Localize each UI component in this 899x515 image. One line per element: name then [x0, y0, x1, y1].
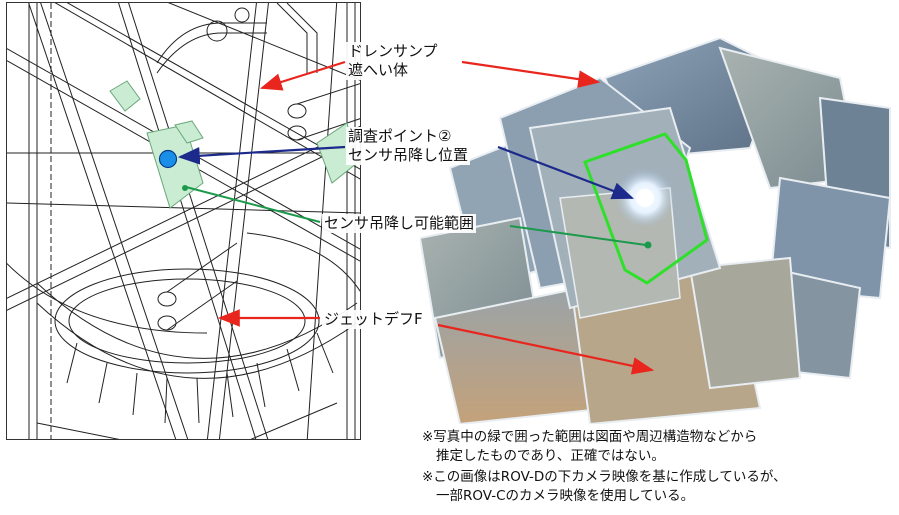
structure-drawing	[7, 3, 360, 439]
drain-sump-label-line2: 遮へい体	[348, 61, 409, 79]
survey-point-label-line1: 調査ポイント②	[348, 127, 452, 145]
note-line-3: ※この画像はROV-Dの下カメラ映像を基に作成しているが、	[422, 469, 787, 485]
survey-point-label: 調査ポイント② センサ吊降し位置	[346, 127, 471, 165]
note-line-4: 一部ROV-Cのカメラ映像を使用している。	[436, 488, 695, 504]
sensor-range-label: センサ吊降し可能範囲	[322, 214, 477, 233]
range-outline	[583, 132, 709, 285]
drawing-panel	[6, 2, 361, 440]
range-marker-photo	[644, 241, 652, 249]
survey-point-label-line2: センサ吊降し位置	[348, 146, 469, 164]
drain-sump-label-line1: ドレンサンプ	[348, 42, 438, 60]
note-line-1: ※写真中の緑で囲った範囲は図面や周辺構造物などから	[422, 429, 758, 445]
survey-point-marker	[158, 149, 178, 169]
photo-mosaic	[420, 38, 898, 424]
mosaic-image	[420, 38, 892, 424]
drain-sump-label: ドレンサンプ 遮へい体	[346, 42, 440, 80]
note-line-2: 推定したものであり、正確ではない。	[436, 448, 665, 464]
jet-deflector-label: ジェットデフF	[322, 310, 425, 329]
range-marker-drawing	[182, 185, 188, 191]
